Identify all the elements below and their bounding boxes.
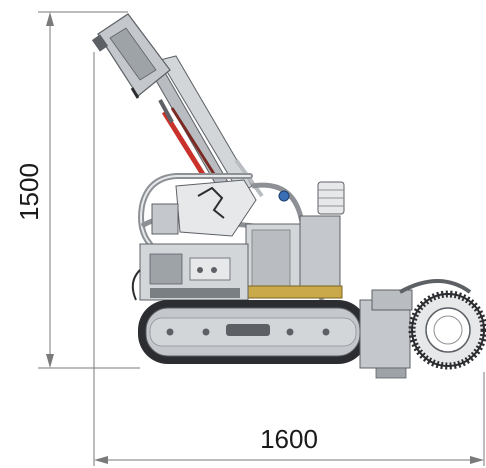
height-arrow-top [46, 12, 54, 26]
tank-body [245, 181, 345, 299]
brass-plate [245, 285, 343, 299]
drive-block [131, 243, 249, 301]
crawler-machine [91, 13, 486, 379]
width-arrow-right [470, 456, 484, 464]
boom-arm [91, 13, 264, 203]
height-dimension: 1500 [14, 11, 140, 369]
height-label: 1500 [14, 163, 44, 221]
width-dimension: 1600 [93, 52, 485, 466]
height-arrow-bottom [46, 354, 54, 368]
track-badge [226, 324, 270, 336]
crawler-track [138, 300, 368, 364]
width-label: 1600 [260, 424, 318, 454]
width-arrow-left [94, 456, 108, 464]
upper-frame [138, 173, 257, 247]
brush-head [359, 279, 486, 379]
sensor-fitting [278, 190, 290, 202]
